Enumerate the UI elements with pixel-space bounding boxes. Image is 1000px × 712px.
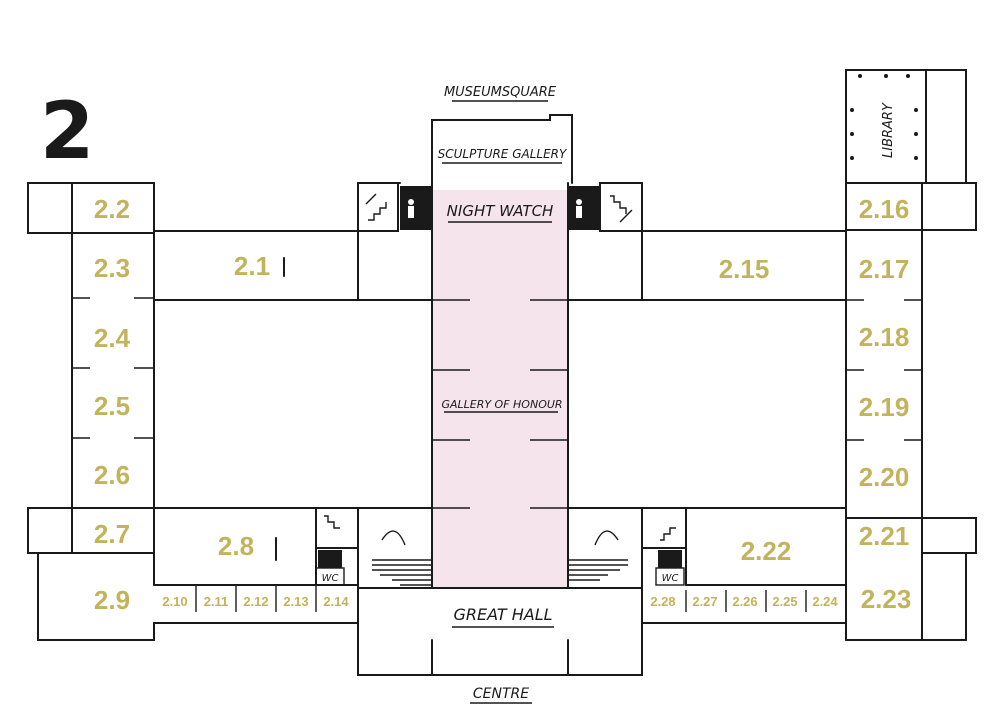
label-sculpture-gallery: SCULPTURE GALLERY xyxy=(438,147,568,161)
left-wing-walls xyxy=(27,182,433,641)
floor-number: 2 xyxy=(40,87,94,177)
stairs-up-icon xyxy=(599,182,643,232)
room-2-5[interactable]: 2.5 xyxy=(94,391,130,421)
stairs-up-icon xyxy=(315,507,359,549)
room-2-11[interactable]: 2.11 xyxy=(204,594,229,609)
label-museumsquare: MUSEUMSQUARE xyxy=(444,85,557,100)
gallery-of-honour-highlight xyxy=(432,190,568,588)
label-night-watch: NIGHT WATCH xyxy=(447,202,554,220)
room-2-12[interactable]: 2.12 xyxy=(243,594,268,609)
room-2-3[interactable]: 2.3 xyxy=(94,253,130,283)
library-dots xyxy=(850,74,918,160)
center-walls xyxy=(357,114,643,676)
room-2-25[interactable]: 2.25 xyxy=(772,594,797,609)
restroom-icon xyxy=(655,550,685,586)
room-2-26[interactable]: 2.26 xyxy=(732,594,757,609)
room-2-9[interactable]: 2.9 xyxy=(94,585,130,615)
room-2-10[interactable]: 2.10 xyxy=(162,594,187,609)
room-2-19[interactable]: 2.19 xyxy=(859,392,910,422)
room-2-23[interactable]: 2.23 xyxy=(861,584,912,614)
room-2-13[interactable]: 2.13 xyxy=(283,594,308,609)
elevator-icon xyxy=(568,186,600,230)
room-2-15[interactable]: 2.15 xyxy=(719,254,770,284)
room-2-2[interactable]: 2.2 xyxy=(94,194,130,224)
room-labels: 2.1 2.2 2.3 2.4 2.5 2.6 2.7 2.8 2.9 2.10… xyxy=(94,194,911,615)
room-2-21[interactable]: 2.21 xyxy=(859,521,910,551)
label-great-hall: GREAT HALL xyxy=(453,605,552,624)
restroom-icon xyxy=(315,550,345,586)
stairs-up-icon xyxy=(641,507,687,549)
room-2-17[interactable]: 2.17 xyxy=(859,254,910,284)
label-wc-left: WC xyxy=(322,573,339,584)
room-2-1[interactable]: 2.1 xyxy=(234,251,270,281)
room-2-7[interactable]: 2.7 xyxy=(94,519,130,549)
room-2-4[interactable]: 2.4 xyxy=(94,323,131,353)
label-wc-right: WC xyxy=(662,573,679,584)
label-library: LIBRARY xyxy=(881,102,896,158)
room-2-8[interactable]: 2.8 xyxy=(218,531,254,561)
room-2-14[interactable]: 2.14 xyxy=(323,594,349,609)
label-gallery-of-honour: GALLERY OF HONOUR xyxy=(441,398,562,411)
room-2-16[interactable]: 2.16 xyxy=(859,194,910,224)
room-2-24[interactable]: 2.24 xyxy=(812,594,838,609)
elevator-icon xyxy=(400,186,432,230)
room-2-20[interactable]: 2.20 xyxy=(859,462,910,492)
label-centre: CENTRE xyxy=(473,686,529,702)
room-2-22[interactable]: 2.22 xyxy=(741,536,792,566)
stairs-up-icon xyxy=(357,182,399,232)
room-2-18[interactable]: 2.18 xyxy=(859,322,910,352)
room-2-6[interactable]: 2.6 xyxy=(94,460,130,490)
room-2-27[interactable]: 2.27 xyxy=(692,594,717,609)
room-2-28[interactable]: 2.28 xyxy=(650,594,675,609)
